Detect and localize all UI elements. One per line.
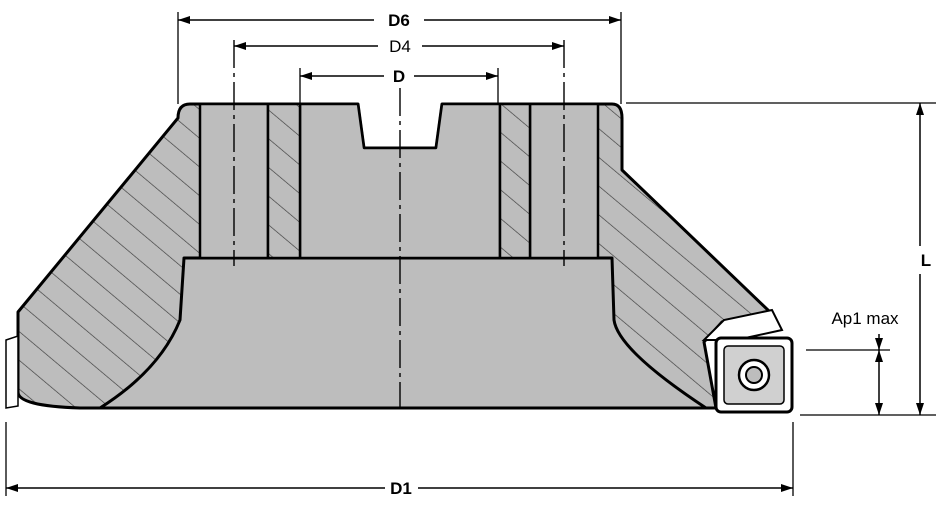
left-skirt [5, 334, 19, 409]
extension-lines [5, 12, 936, 496]
label-d1: D1 [390, 479, 412, 498]
wall-right [498, 102, 532, 260]
label-d6: D6 [388, 11, 410, 30]
centerlines [233, 40, 565, 408]
cutter-lower-body [98, 256, 708, 410]
dimension-lines [6, 16, 924, 492]
insert-screw-inner [745, 366, 763, 384]
label-l: L [921, 251, 931, 270]
label-ap1: Ap1 max [831, 309, 899, 328]
wall-left [266, 102, 302, 260]
label-d4: D4 [389, 37, 411, 56]
label-d: D [393, 67, 405, 86]
